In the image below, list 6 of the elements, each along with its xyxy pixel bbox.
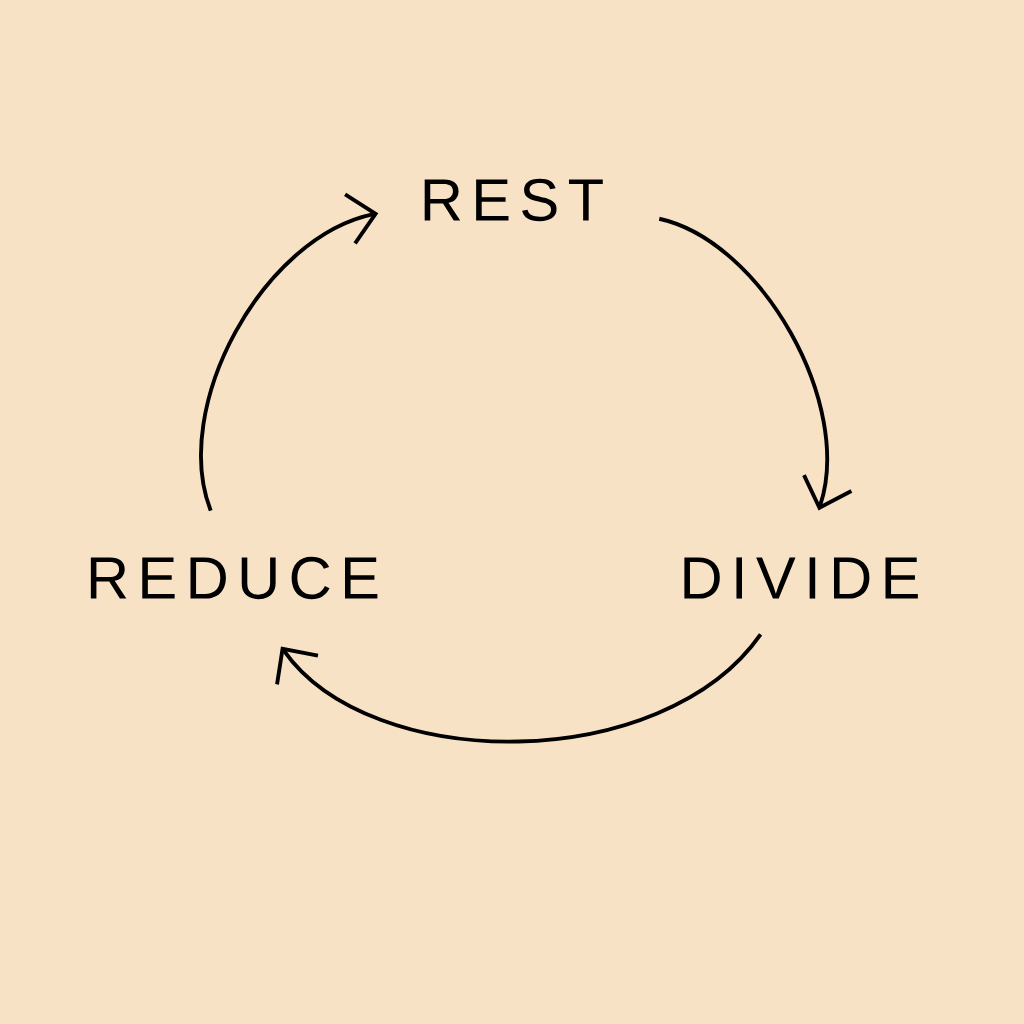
arrow bbox=[199, 192, 379, 512]
arrow bbox=[275, 633, 763, 744]
step-label: DIVIDE bbox=[684, 557, 918, 599]
arrow bbox=[658, 216, 853, 511]
step-label: REST bbox=[424, 178, 603, 222]
step-label: REDUCE bbox=[90, 556, 378, 600]
